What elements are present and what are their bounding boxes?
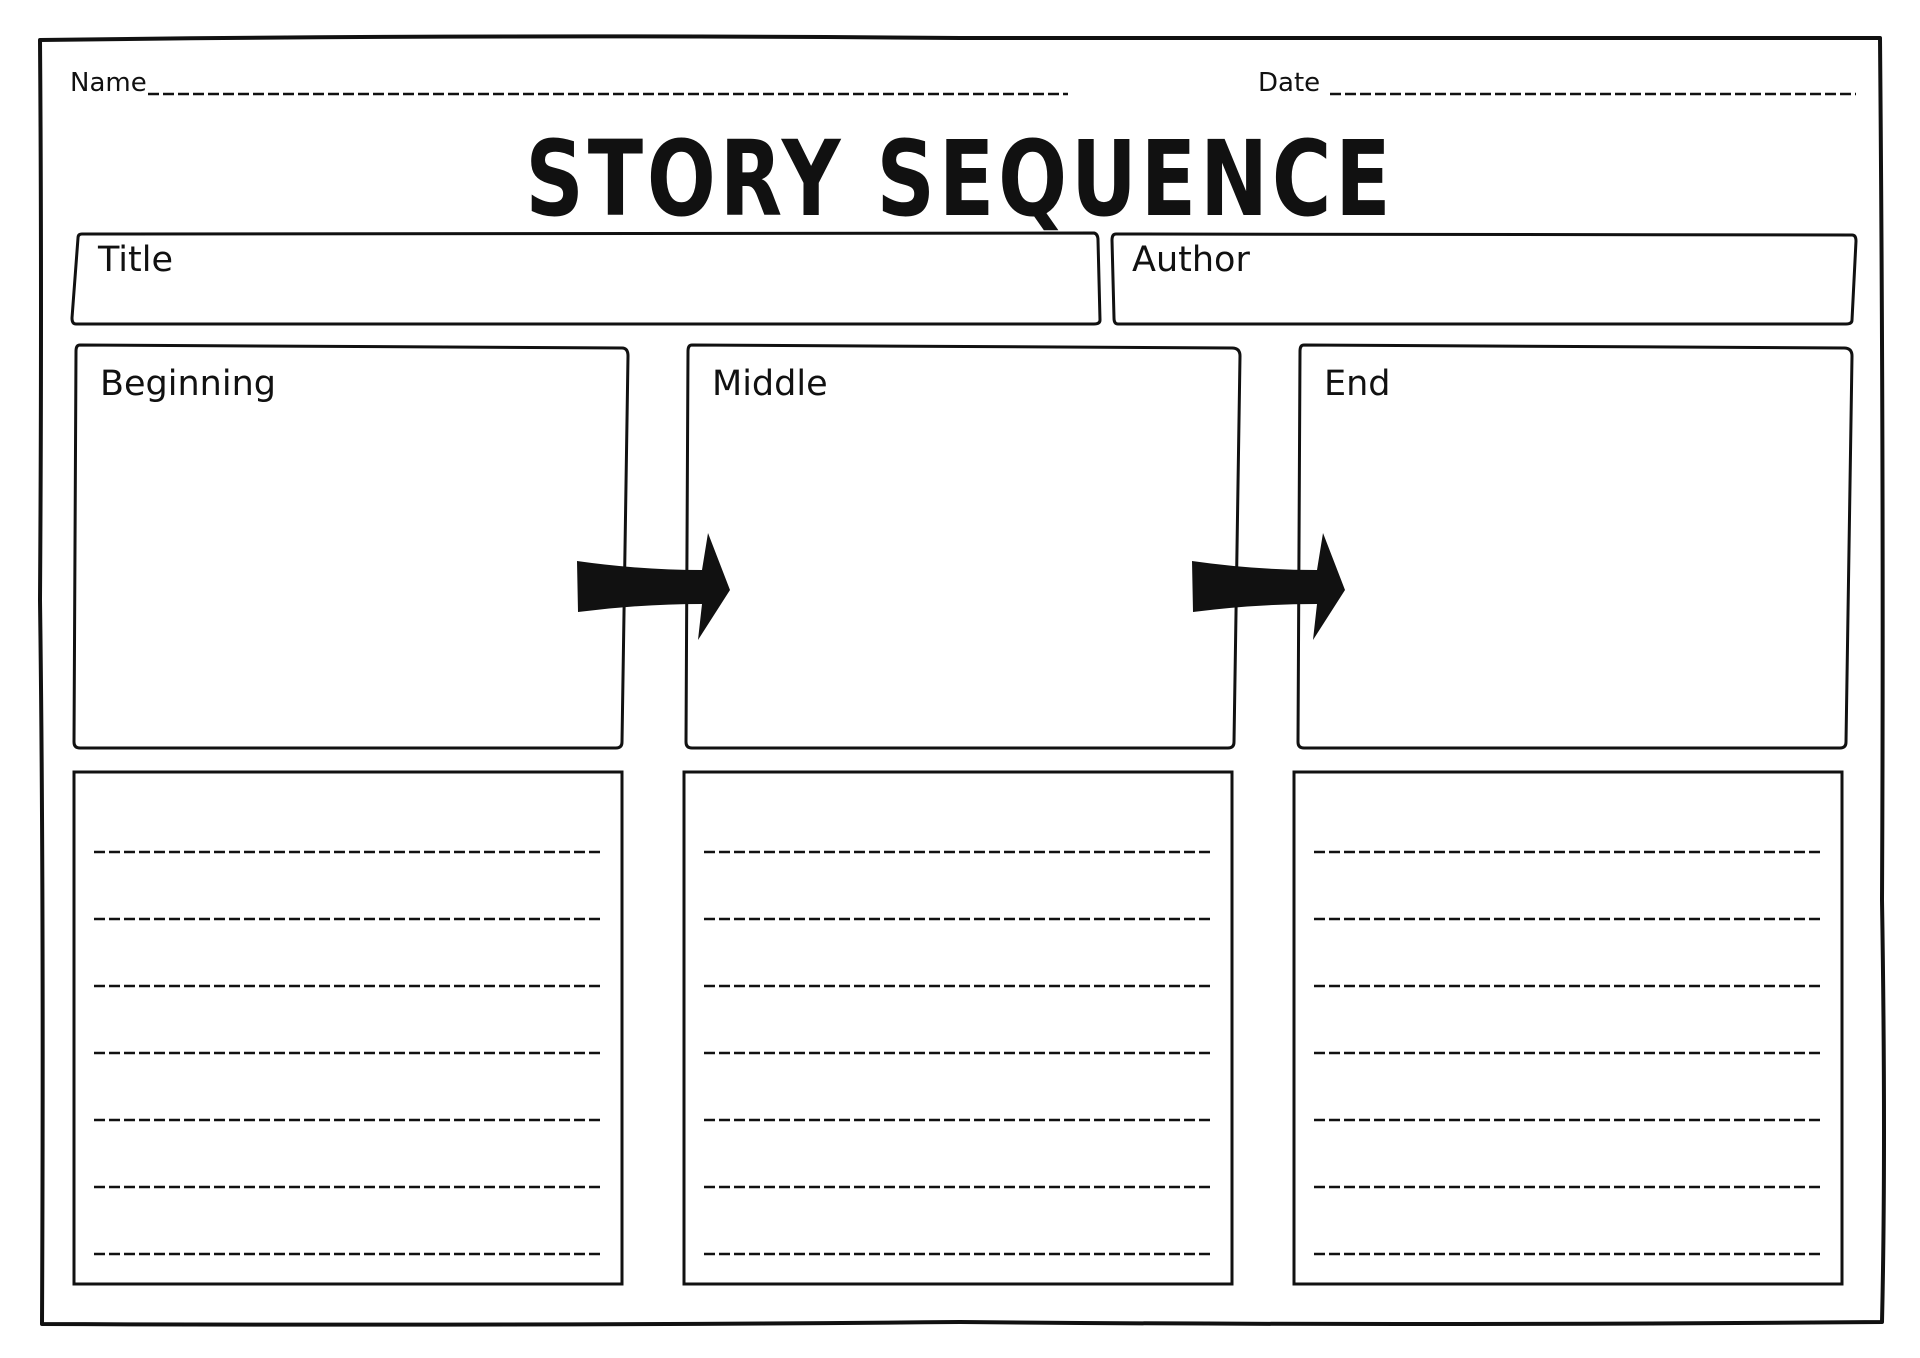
section-label-beginning: Beginning: [100, 364, 276, 404]
section-label-end: End: [1324, 364, 1391, 404]
page-title: STORY SEQUENCE: [525, 118, 1395, 240]
title-field-label: Title: [98, 240, 174, 280]
end-box[interactable]: [1296, 343, 1854, 750]
outer-border: [38, 34, 1886, 1327]
beginning-writing-lines[interactable]: [94, 850, 604, 1256]
arrow-right-icon: [577, 533, 730, 640]
author-field-label: Author: [1132, 240, 1250, 280]
section-label-middle: Middle: [712, 364, 828, 404]
end-writing-box[interactable]: [1292, 770, 1844, 1286]
name-label: Name: [70, 68, 147, 98]
middle-writing-lines[interactable]: [704, 850, 1214, 1256]
author-field-box[interactable]: [1110, 232, 1858, 326]
end-writing-lines[interactable]: [1314, 850, 1824, 1256]
middle-writing-box[interactable]: [682, 770, 1234, 1286]
beginning-writing-box[interactable]: [72, 770, 624, 1286]
middle-box[interactable]: [684, 343, 1242, 750]
title-field-box[interactable]: [70, 231, 1102, 326]
arrow-right-icon: [1192, 533, 1345, 640]
date-label: Date: [1258, 68, 1321, 98]
beginning-box[interactable]: [72, 343, 630, 750]
